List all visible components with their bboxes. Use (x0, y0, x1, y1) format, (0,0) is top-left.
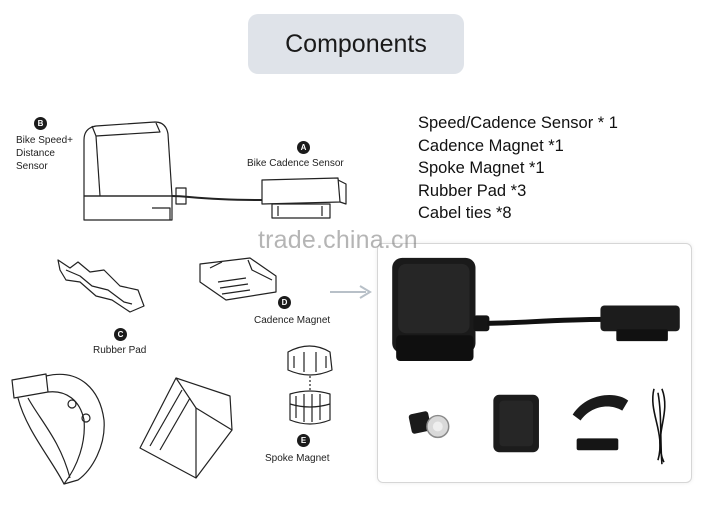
badge-e: E (297, 434, 310, 447)
components-title: Components (248, 14, 464, 74)
spoke-magnet-drawing (287, 345, 333, 425)
badge-a: A (297, 141, 310, 154)
speed-sensor-drawing (83, 121, 263, 221)
watermark-text: trade.china.cn (258, 226, 418, 254)
cadence-magnet-drawing (199, 257, 277, 301)
parts-list: Speed/Cadence Sensor * 1 Cadence Magnet … (418, 112, 618, 225)
speed-sensor-label-line1: Bike Speed+ (16, 135, 73, 146)
parts-list-item: Cabel ties *8 (418, 204, 512, 222)
product-photo-panel (377, 243, 692, 483)
cadence-magnet-label: Cadence Magnet (254, 315, 331, 326)
rubber-pad-drawing (57, 259, 145, 313)
parts-list-item: Spoke Magnet *1 (418, 159, 545, 177)
sensor-photo (392, 257, 680, 362)
parts-list-item: Rubber Pad *3 (418, 181, 527, 200)
spoke-magnet-photo (408, 411, 450, 439)
parts-list-item: Speed/Cadence Sensor * 1 (418, 114, 618, 132)
rubber-block-photo (493, 394, 539, 453)
badge-c: C (114, 328, 127, 341)
rubber-pad-photo (572, 394, 629, 451)
mount-drawing (139, 377, 233, 479)
badge-b: B (34, 117, 47, 130)
rubber-pad-label: Rubber Pad (93, 345, 147, 356)
speed-sensor-label: Bike Speed+ Distance Sensor (16, 134, 73, 173)
speed-sensor-label-line2: Distance (16, 148, 55, 159)
cadence-sensor-label: Bike Cadence Sensor (247, 158, 344, 169)
speed-sensor-label-line3: Sensor (16, 161, 48, 172)
arrow-right-icon (330, 285, 374, 304)
cable-ties-photo (652, 388, 666, 465)
cadence-sensor-drawing (261, 177, 347, 219)
spoke-magnet-label: Spoke Magnet (265, 453, 330, 464)
strap-drawing (11, 373, 105, 485)
parts-list-item: Cadence Magnet *1 (418, 136, 564, 155)
badge-d: D (278, 296, 291, 309)
